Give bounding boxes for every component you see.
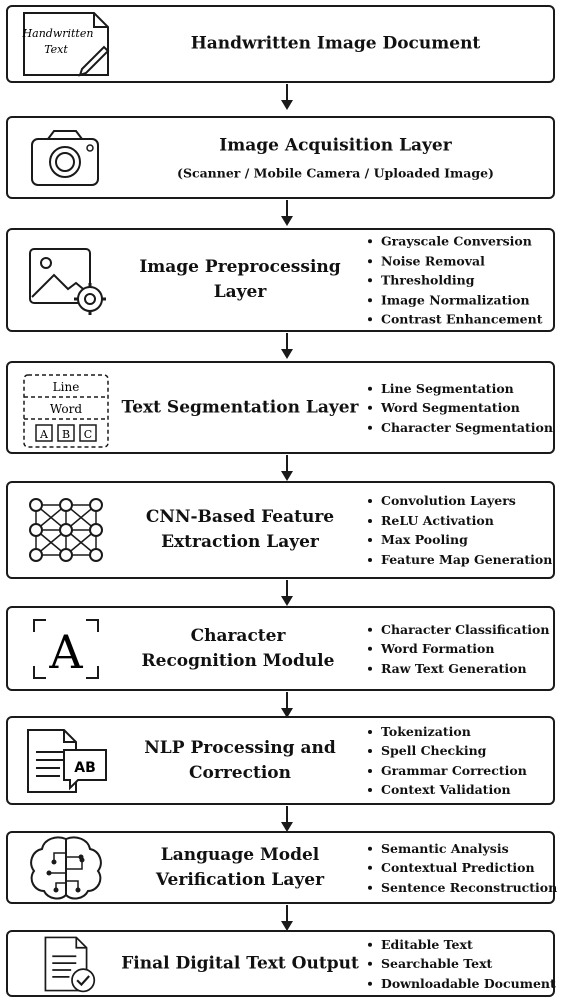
bullet-item: Convolution Layers: [366, 491, 552, 511]
step-image-preprocessing: Image Preprocessing Layer Grayscale Conv…: [6, 228, 555, 332]
flow-arrow: [280, 333, 294, 361]
flow-arrow: [280, 200, 294, 228]
bullet-item: Max Pooling: [366, 530, 552, 550]
step-title: Character Recognition Module: [141, 625, 335, 671]
bullet-item: Image Normalization: [366, 290, 543, 310]
document-chat-icon: AB: [20, 726, 112, 796]
icon-label-handwritten: Handwritten: [22, 27, 94, 40]
bullet-item: Raw Text Generation: [366, 658, 549, 678]
step-image-acquisition: Image Acquisition Layer (Scanner / Mobil…: [6, 116, 555, 199]
step-title: Handwritten Image Document: [190, 33, 481, 54]
icon-label-line: Line: [53, 380, 80, 394]
bullet-item: Semantic Analysis: [366, 838, 557, 858]
segmentation-icon: Line Word A B C: [20, 373, 112, 448]
step-subtitle: (Scanner / Mobile Camera / Uploaded Imag…: [177, 165, 494, 180]
bullet-item: Downloadable Document: [366, 973, 556, 993]
icon-label-a: A: [39, 428, 49, 441]
bullet-item: Contrast Enhancement: [366, 309, 543, 329]
icon-label-ab: AB: [74, 760, 96, 776]
neural-network-icon: [20, 495, 112, 565]
step-title: NLP Processing and Correction: [144, 737, 336, 783]
bullet-item: Searchable Text: [366, 954, 556, 974]
step-bullet-list: Line Segmentation Word Segmentation Char…: [366, 378, 553, 437]
step-handwritten-document: Handwritten Text Handwritten Image Docum…: [6, 5, 555, 83]
step-title: Language Model Verification Layer: [155, 844, 325, 890]
bullet-item: Sentence Reconstruction: [366, 877, 557, 897]
icon-label-text: Text: [44, 43, 68, 56]
step-character-recognition: A Character Recognition Module Character…: [6, 606, 555, 691]
flow-arrow: [280, 806, 294, 834]
bullet-item: Tokenization: [366, 722, 527, 742]
flow-arrow: [280, 580, 294, 608]
flow-arrow: [280, 905, 294, 933]
bullet-item: Word Formation: [366, 639, 549, 659]
step-final-output: Final Digital Text Output Editable Text …: [6, 930, 556, 997]
icon-label-a: A: [48, 625, 83, 679]
bullet-item: Character Segmentation: [366, 417, 553, 437]
bullet-item: Noise Removal: [366, 251, 543, 271]
bullet-item: Character Classification: [366, 619, 549, 639]
bullet-item: ReLU Activation: [366, 511, 552, 531]
flow-arrow: [280, 84, 294, 112]
step-title: Image Acquisition Layer (Scanner / Mobil…: [128, 133, 543, 182]
step-language-model-verification: Language Model Verification Layer Semant…: [6, 831, 557, 904]
flow-arrow: [280, 455, 294, 483]
step-title: Text Segmentation Layer: [121, 397, 359, 417]
step-title-text: Image Acquisition Layer: [219, 135, 452, 155]
bullet-item: Grayscale Conversion: [366, 231, 543, 251]
step-title: Image Preprocessing Layer: [139, 257, 341, 302]
document-check-icon: [20, 934, 112, 994]
handwritten-document-icon: Handwritten Text: [20, 9, 112, 79]
step-title: CNN-Based Feature Extraction Layer: [145, 507, 335, 552]
bullet-item: Spell Checking: [366, 741, 527, 761]
bullet-item: Context Validation: [366, 780, 527, 800]
step-nlp-processing: AB NLP Processing and Correction Tokeniz…: [6, 716, 555, 805]
bullet-item: Feature Map Generation: [366, 550, 552, 570]
icon-label-b: B: [62, 428, 70, 441]
step-bullet-list: Editable Text Searchable Text Downloadab…: [366, 934, 556, 993]
bullet-item: Word Segmentation: [366, 398, 553, 418]
brain-circuit-icon: [20, 833, 112, 903]
character-scan-icon: A: [20, 614, 112, 684]
flow-arrow: [280, 692, 294, 720]
step-bullet-list: Semantic Analysis Contextual Prediction …: [366, 838, 557, 897]
step-bullet-list: Character Classification Word Formation …: [366, 619, 549, 678]
bullet-item: Grammar Correction: [366, 761, 527, 781]
bullet-item: Contextual Prediction: [366, 858, 557, 878]
step-bullet-list: Tokenization Spell Checking Grammar Corr…: [366, 722, 527, 800]
icon-label-word: Word: [50, 402, 82, 416]
step-title: Final Digital Text Output: [121, 953, 359, 973]
icon-label-c: C: [84, 428, 92, 441]
step-text-segmentation: Line Word A B C Text Segmentation Layer …: [6, 361, 555, 454]
bullet-item: Editable Text: [366, 934, 556, 954]
step-cnn-feature-extraction: CNN-Based Feature Extraction Layer Convo…: [6, 481, 555, 579]
step-bullet-list: Convolution Layers ReLU Activation Max P…: [366, 491, 552, 569]
image-gear-icon: [20, 245, 112, 315]
bullet-item: Thresholding: [366, 270, 543, 290]
step-bullet-list: Grayscale Conversion Noise Removal Thres…: [366, 231, 543, 329]
bullet-item: Line Segmentation: [366, 378, 553, 398]
camera-icon: [20, 123, 112, 193]
